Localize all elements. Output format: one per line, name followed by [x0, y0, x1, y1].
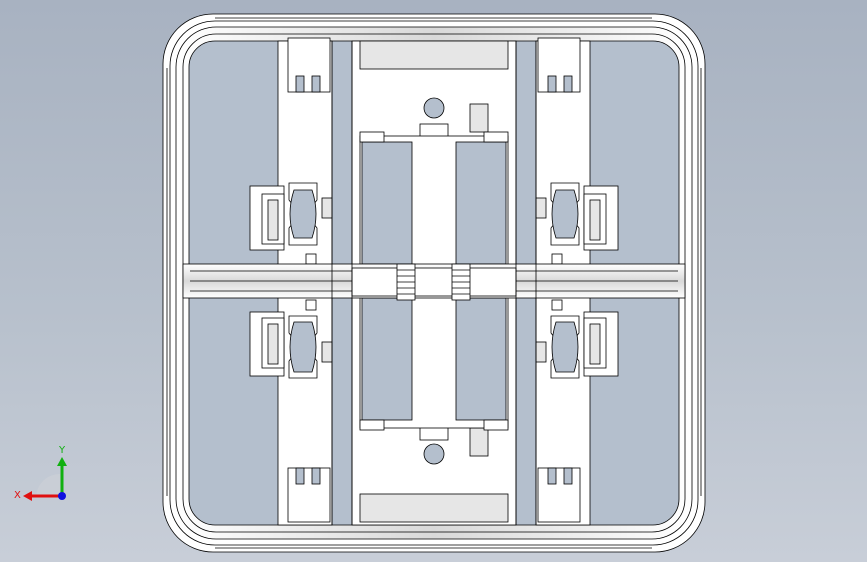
x-axis-label: X: [14, 490, 21, 501]
cross-bar: [182, 263, 686, 301]
y-axis-label: Y: [58, 445, 66, 456]
z-axis-dot: [58, 492, 66, 500]
part-model[interactable]: [162, 13, 706, 553]
axis-triad: Y X: [14, 445, 67, 501]
hole-top: [423, 97, 445, 119]
window-bottom-right: [455, 297, 507, 421]
x-axis-head: [23, 491, 32, 501]
window-top-right: [455, 141, 507, 265]
triad-plane-icon: [36, 473, 60, 496]
y-axis-head: [57, 457, 67, 466]
window-top-left: [361, 141, 413, 265]
window-bottom-left: [361, 297, 413, 421]
hole-bottom: [423, 443, 445, 465]
